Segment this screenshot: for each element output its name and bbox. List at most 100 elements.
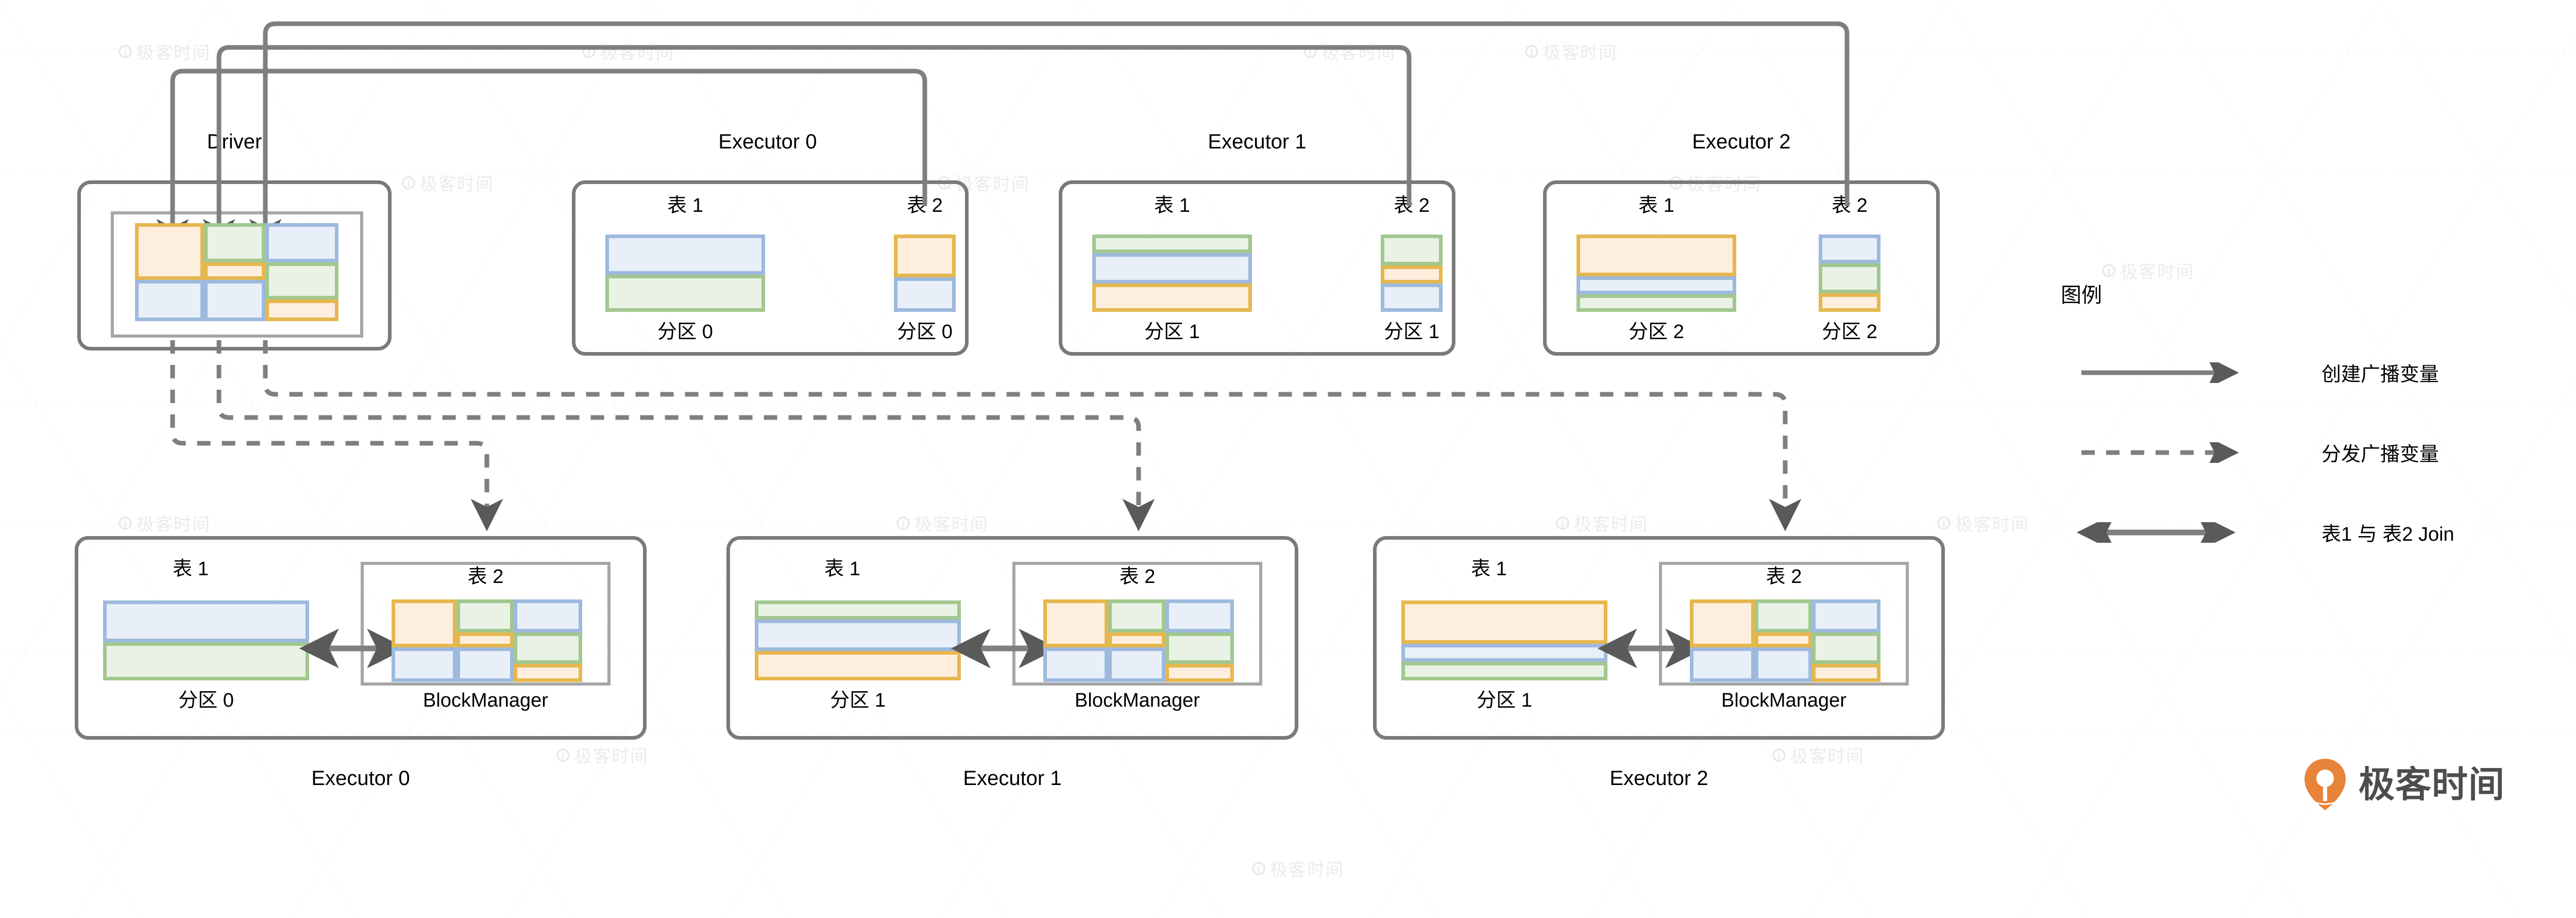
watermark-rule — [0, 49, 2576, 50]
watermark-text: 极客时间 — [118, 510, 211, 536]
broadcast-cell-blue — [392, 647, 456, 682]
bottom-executor-2-bm-caption: BlockManager — [1721, 690, 1846, 711]
table-row-orange — [755, 650, 961, 680]
broadcast-cell-blue — [1165, 599, 1234, 632]
top-executor-2-t2-caption: 分区 2 — [1822, 321, 1877, 343]
watermark-text: 极客时间 — [118, 39, 211, 64]
bottom-executor-0-t1-caption: 分区 0 — [178, 690, 234, 711]
solid-arrow-icon — [2081, 362, 2239, 383]
table-row-green — [1819, 263, 1880, 293]
bottom-executor-1-t1-caption: 分区 1 — [830, 690, 886, 711]
broadcast-cell-blue — [513, 599, 582, 632]
table-row-blue — [103, 600, 309, 642]
table-row-blue — [1401, 643, 1607, 662]
top-executor-2-t1-label: 表 1 — [1638, 195, 1674, 216]
table-row-blue — [894, 277, 956, 312]
broadcast-cell-orange — [513, 663, 582, 682]
broadcast-cell-green — [1165, 632, 1234, 664]
legend-item-create: 创建广播变量 — [2076, 358, 2439, 387]
top-executor-2-t1-caption: 分区 2 — [1629, 321, 1684, 343]
bottom-executor-2-box[interactable] — [1373, 536, 1945, 740]
dashed-arrow-icon — [2081, 442, 2239, 463]
watermark-text: 极客时间 — [1252, 856, 1344, 881]
legend-item-join: 表1 与 表2 Join — [2076, 518, 2454, 546]
table-row-blue — [1819, 235, 1880, 263]
legend-label-join: 表1 与 表2 Join — [2321, 524, 2454, 545]
bottom-executor-1-caption: Executor 1 — [963, 767, 1062, 790]
broadcast-cell-orange — [1690, 599, 1755, 647]
bottom-executor-1-box[interactable] — [726, 536, 1298, 740]
bottom-executor-0-bm-caption: BlockManager — [423, 690, 548, 711]
broadcast-cell-green — [1754, 599, 1812, 632]
table-row-green — [103, 642, 309, 680]
bottom-executor-1-t1-label: 表 1 — [824, 558, 860, 580]
bottom-executor-1-bm-caption: BlockManager — [1075, 690, 1200, 711]
broadcast-cell-orange — [135, 223, 205, 280]
watermark-text: 极客时间 — [556, 742, 649, 767]
broadcast-cell-green — [456, 599, 514, 632]
legend-title: 图例 — [2061, 284, 2102, 307]
table-row-green — [755, 600, 961, 620]
top-executor-0-title: Executor 0 — [718, 130, 817, 153]
table-row-green — [605, 275, 765, 312]
link-distribute-exec0 — [170, 340, 503, 531]
bottom-executor-0-blockmanager-frame — [361, 562, 611, 686]
bottom-executor-2-t2-label: 表 2 — [1766, 566, 1802, 588]
watermark-text: 极客时间 — [1772, 742, 1865, 767]
broadcast-cell-orange — [1754, 632, 1812, 647]
broadcast-cell-blue — [135, 280, 205, 321]
bottom-executor-1-broadcast-table — [1043, 599, 1234, 682]
bottom-executor-0-table1 — [103, 600, 309, 680]
table-row-green — [1401, 662, 1607, 680]
top-executor-1-title: Executor 1 — [1208, 130, 1307, 153]
broadcast-cell-blue — [1754, 647, 1812, 682]
watermark-text: 极客时间 — [896, 510, 989, 536]
broadcast-cell-orange — [1108, 632, 1165, 647]
broadcast-cell-orange — [1811, 663, 1880, 682]
broadcast-cell-orange — [456, 632, 514, 647]
table-row-blue — [755, 620, 961, 651]
broadcast-cell-orange — [1043, 599, 1108, 647]
legend-label-create: 创建广播变量 — [2321, 364, 2439, 386]
double-arrow-icon — [2076, 522, 2236, 543]
table-row-orange — [1401, 600, 1607, 644]
top-executor-1-table2 — [1381, 235, 1443, 312]
bottom-executor-1-table1 — [755, 600, 961, 680]
watermark-text: 极客时间 — [582, 39, 674, 64]
top-executor-1-table1 — [1092, 235, 1252, 312]
top-executor-0-table1 — [605, 235, 765, 312]
table-row-orange — [1381, 265, 1443, 283]
legend-item-distribute: 分发广播变量 — [2076, 438, 2439, 466]
bottom-executor-2-t1-caption: 分区 1 — [1477, 690, 1532, 711]
broadcast-cell-blue — [1811, 599, 1880, 632]
watermark-text: 极客时间 — [1937, 510, 2029, 536]
bottom-executor-0-box[interactable] — [75, 536, 647, 740]
table-row-green — [1577, 294, 1736, 312]
broadcast-cell-orange — [204, 262, 265, 280]
diagram-canvas: 极客时间极客时间极客时间极客时间极客时间极客时间极客时间极客时间极客时间极客时间… — [0, 0, 2576, 874]
top-executor-2-t2-label: 表 2 — [1832, 195, 1868, 216]
table-row-blue — [1577, 276, 1736, 294]
bottom-executor-2-table1 — [1401, 600, 1607, 680]
table-row-green — [1092, 235, 1252, 253]
top-executor-2-table2 — [1819, 235, 1880, 312]
broadcast-cell-blue — [1043, 647, 1108, 682]
top-executor-0-t1-caption: 分区 0 — [657, 321, 713, 343]
watermark-text: 极客时间 — [1303, 39, 1396, 64]
broadcast-cell-orange — [392, 599, 456, 647]
top-executor-0-table2 — [894, 235, 956, 312]
bottom-executor-0-broadcast-table — [392, 599, 582, 682]
top-executor-0-t2-label: 表 2 — [907, 195, 943, 216]
bottom-executor-2-t1-label: 表 1 — [1471, 558, 1507, 580]
watermark-text: 极客时间 — [402, 170, 494, 195]
bottom-executor-0-t1-label: 表 1 — [173, 558, 209, 580]
watermark-text: 极客时间 — [1525, 39, 1617, 64]
bottom-executor-2-broadcast-table — [1690, 599, 1880, 682]
table-row-orange — [1577, 235, 1736, 276]
broadcast-cell-green — [265, 262, 338, 300]
driver-title: Driver — [207, 130, 262, 153]
driver-broadcast-table — [135, 223, 338, 321]
broadcast-cell-green — [1108, 599, 1165, 632]
watermark-text: 极客时间 — [1556, 510, 1648, 536]
table-row-blue — [605, 235, 765, 275]
